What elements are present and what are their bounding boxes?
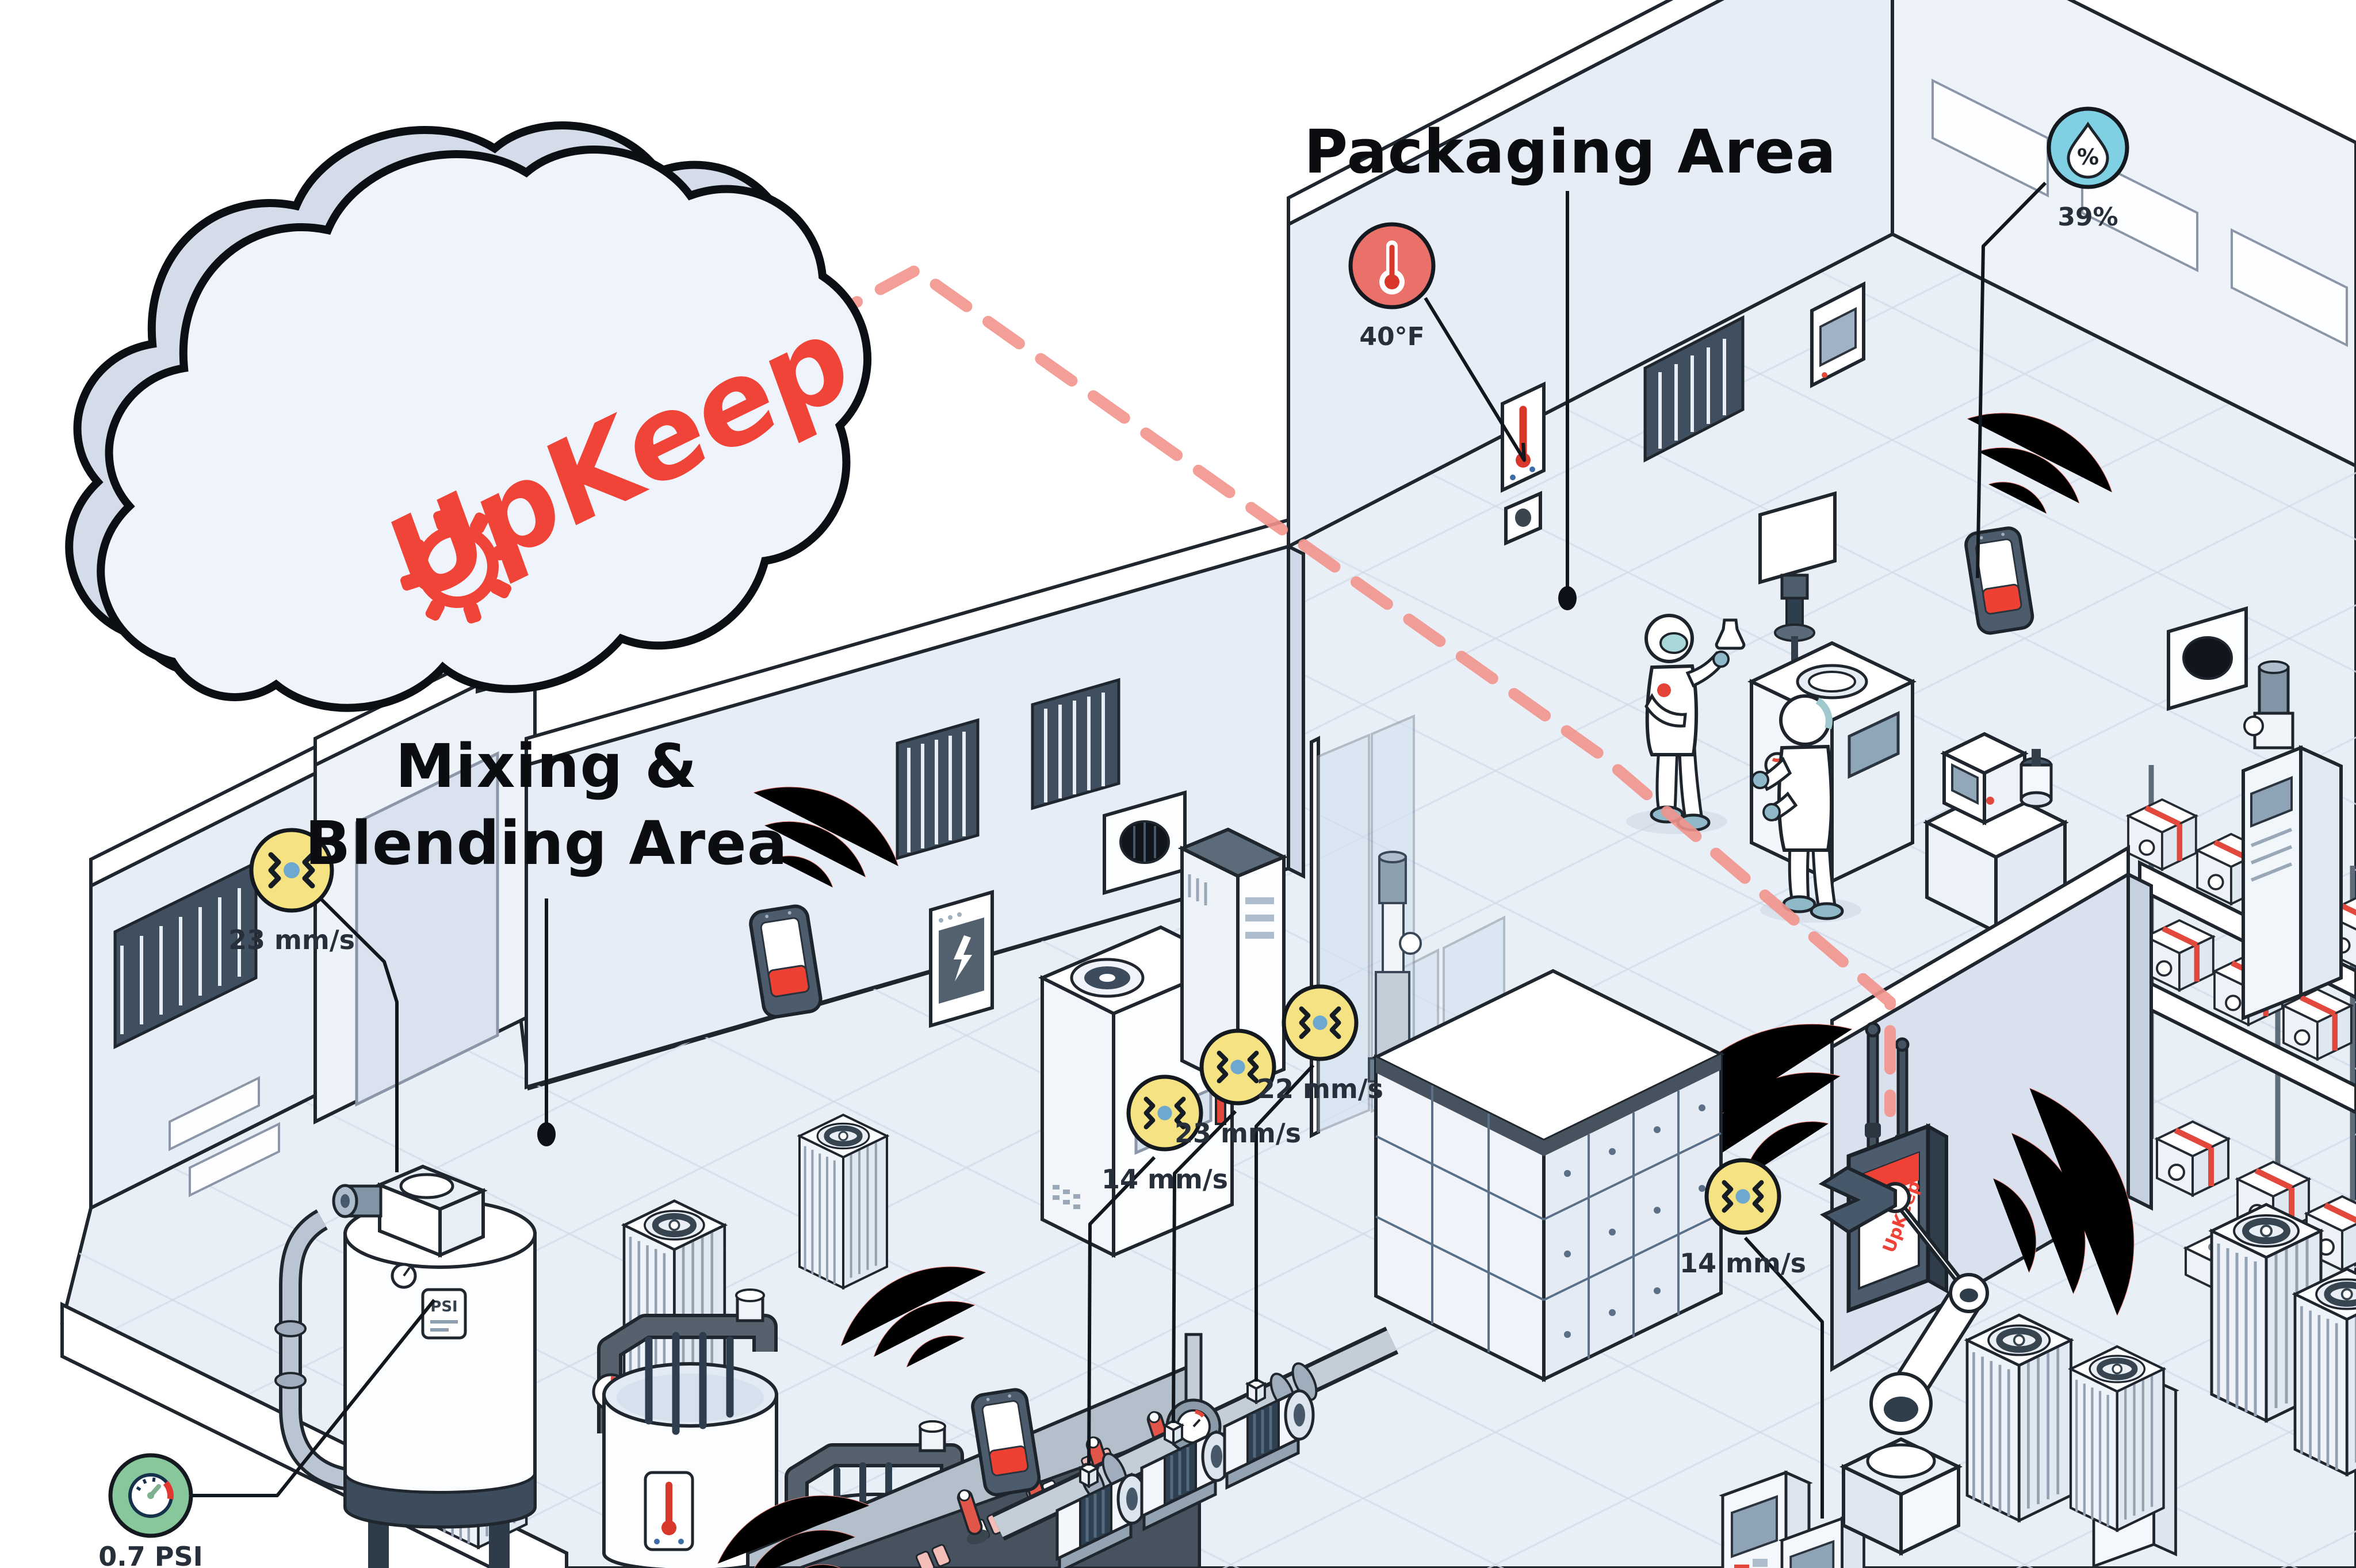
badge-pressure: 0.7 PSI — [98, 1453, 203, 1568]
server-cabinet — [1177, 827, 1288, 1091]
electrical-box — [929, 890, 994, 1028]
wall-window — [2231, 228, 2348, 347]
badge-vib-hall2-value: 23 mm/s — [1175, 1118, 1301, 1149]
mixing-area-title-line1: Mixing & — [395, 731, 697, 801]
wall-corner-sliver — [1287, 544, 1305, 879]
chiller-unit — [800, 1115, 887, 1288]
mixer-tank-1 — [592, 1288, 778, 1568]
doorway — [313, 628, 537, 1125]
lightning-icon — [954, 935, 972, 981]
pointer-vib-14a — [1087, 1156, 1156, 1466]
cloud-shape — [97, 146, 871, 712]
cloud-uplink-dashed-line — [818, 265, 1896, 1117]
badge-vibration-hall-1: 14 mm/s — [1101, 1074, 1228, 1195]
gauge-icon — [128, 1473, 174, 1518]
pressure-tank: PSI — [274, 1164, 537, 1568]
pointer-lines — [181, 181, 2047, 1519]
badge-humidity-value: 39% — [2057, 202, 2118, 232]
locker-bank — [1372, 969, 1725, 1382]
table-analyzer — [1940, 732, 2029, 825]
pointer-vib-22 — [1255, 1064, 1315, 1382]
tank-motor — [332, 1164, 488, 1258]
pointer-psi — [181, 1299, 436, 1497]
badge-vib-hall1-value: 14 mm/s — [1101, 1164, 1228, 1195]
chiller-unit — [1967, 1315, 2071, 1520]
tall-process-machine — [2242, 660, 2343, 1021]
robot-gripper — [1818, 1165, 1897, 1234]
flask — [1715, 618, 1746, 650]
wall-monitor — [1810, 281, 1865, 388]
packaging-area-title: Packaging Area — [1304, 117, 1837, 187]
chiller-unit — [2295, 1269, 2356, 1474]
robot-arm — [1818, 1165, 1989, 1556]
badge-vib-pack-value: 14 mm/s — [1680, 1248, 1806, 1279]
antenna — [1867, 1029, 1879, 1159]
tank-thermometer-panel — [644, 1471, 694, 1551]
pointer-vib-23b — [1172, 1110, 1237, 1424]
chiller-unit — [2071, 1347, 2164, 1531]
thermometer-icon — [1379, 240, 1405, 295]
mixing-room: PSI — [274, 1115, 1399, 1568]
badge-humidity: % 39% — [2047, 106, 2129, 232]
upkeep-cloud: UpKeep — [65, 121, 871, 712]
pointer-vib-14b — [1743, 1236, 1824, 1519]
table-centrifuge — [2020, 749, 2053, 808]
worker-2 — [1751, 694, 1861, 923]
badge-vib-left-value: 23 mm/s — [228, 924, 355, 955]
pointer-vib-left — [312, 890, 399, 1172]
wall-window — [169, 1076, 260, 1152]
svg-text:%: % — [2077, 144, 2099, 170]
gear-icon — [400, 510, 514, 624]
wall-packaging-back — [1287, 0, 1894, 549]
badge-vibration-packaging: 14 mm/s — [1680, 1158, 1806, 1279]
wall-outlet — [1504, 491, 1542, 546]
wall-ac-vent — [2167, 606, 2248, 712]
wall-window — [2081, 153, 2198, 273]
badge-vibration-hall-2: 23 mm/s — [1175, 1028, 1301, 1149]
pointer-temp — [1424, 297, 1526, 462]
wall-mixing-back — [525, 518, 1290, 1089]
pointer-humidity — [1976, 181, 2047, 579]
wall-packaging-right — [1891, 0, 2356, 712]
lab-table — [1923, 732, 2069, 935]
badge-vib-hall3-value: 22 mm/s — [1257, 1073, 1383, 1104]
wall-window — [189, 1122, 280, 1198]
badge-psi-value: 0.7 PSI — [98, 1541, 202, 1568]
badge-vibration-hall-3: 22 mm/s — [1257, 984, 1383, 1104]
wall-window — [1932, 78, 2049, 198]
badge-vibration-left: 23 mm/s — [228, 828, 355, 955]
badge-temp-value: 40°F — [1359, 322, 1424, 351]
badge-temperature: 40°F — [1348, 222, 1436, 351]
sensor-badges: 40°F % 39% 23 mm/s 14 mm/s 23 mm/s 22 mm… — [98, 106, 2129, 1568]
mixing-area-title-line2: Blending Area — [305, 808, 788, 878]
humidity-icon: % — [2067, 121, 2109, 179]
